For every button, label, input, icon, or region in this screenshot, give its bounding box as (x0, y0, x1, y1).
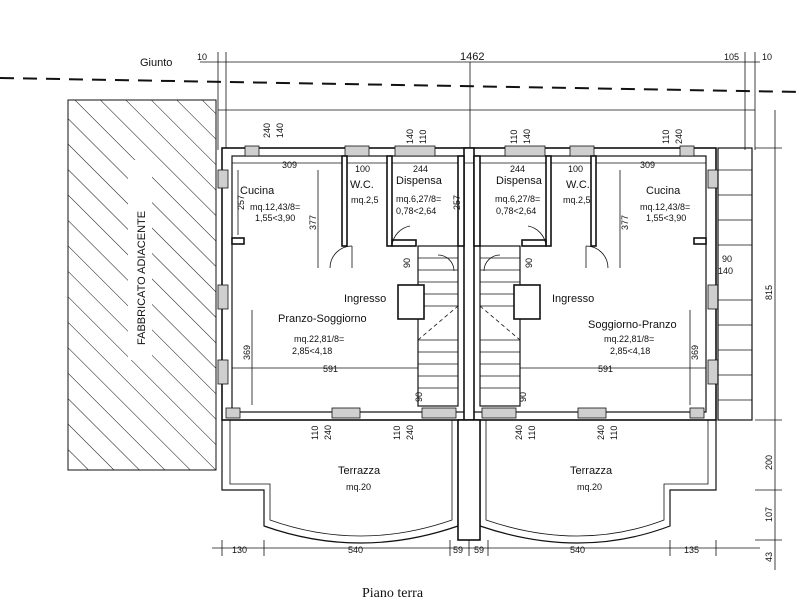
win-bottom-240-c: 240 (514, 425, 524, 440)
door-swings (329, 225, 609, 272)
dim-stair-90-d: 90 (518, 392, 528, 402)
top-windows (244, 145, 695, 157)
win-tick-140-a: 140 (405, 129, 415, 144)
top-dimension-line (200, 52, 760, 150)
dim-stair-90-b: 90 (524, 258, 534, 268)
room-terrazza-left-area: mq.20 (346, 482, 371, 492)
dim-257-mid: 257 (452, 195, 462, 210)
drawing-caption: Piano terra (362, 586, 424, 600)
room-cucina-left-ratio: 1,55<3,90 (255, 213, 295, 223)
room-soggiorno-right-ratio: 2,85<4,18 (610, 346, 650, 356)
win-tick-240-a: 240 (262, 123, 272, 138)
dim-bottom-130: 130 (232, 545, 247, 555)
dim-bottom-540-left: 540 (348, 545, 363, 555)
win-tick-110-b: 110 (418, 130, 428, 144)
dim-side-140: 140 (718, 266, 733, 276)
dim-369-left: 369 (242, 345, 252, 360)
room-terrazza-right-area: mq.20 (577, 482, 602, 492)
dim-257-left: 257 (236, 195, 246, 210)
adjacent-building-label: FABBRICATO ADIACENTE (136, 211, 148, 345)
dim-bottom-540-right: 540 (570, 545, 585, 555)
room-ingresso-right-name: Ingresso (552, 293, 594, 305)
room-wc-right-name: W.C. (566, 179, 590, 191)
room-cucina-right-area: mq.12,43/8= (640, 202, 690, 212)
win-bottom-110-a: 110 (310, 426, 320, 440)
bottom-dimension-line (212, 540, 760, 556)
room-soggiorno-right-area: mq.22,81/8= (604, 334, 654, 344)
win-bottom-110-c: 110 (527, 426, 537, 440)
win-bottom-240-a: 240 (323, 425, 333, 440)
staircase (397, 245, 541, 407)
dim-309-left: 309 (282, 160, 297, 170)
room-pranzo-left-ratio: 2,85<4,18 (292, 346, 332, 356)
win-tick-110-c: 110 (509, 130, 519, 144)
room-cucina-left-area: mq.12,43/8= (250, 202, 300, 212)
dim-244-right: 244 (510, 164, 525, 174)
dim-377-right: 377 (620, 215, 630, 230)
win-bottom-240-d: 240 (596, 425, 606, 440)
terraces (221, 419, 717, 544)
dim-244-left: 244 (413, 164, 428, 174)
room-terrazza-left-name: Terrazza (338, 465, 381, 477)
dim-377-left: 377 (308, 215, 318, 230)
dim-top-10-right: 10 (762, 52, 772, 62)
win-tick-240-b: 240 (674, 129, 684, 144)
dim-bottom-135: 135 (684, 545, 699, 555)
dim-100-right: 100 (568, 164, 583, 174)
joint-label: Giunto (140, 57, 172, 69)
room-dispensa-left-ratio: 0,78<2,64 (396, 206, 436, 216)
dim-top-10-left: 10 (197, 52, 207, 62)
room-dispensa-right-name: Dispensa (496, 175, 543, 187)
dim-bottom-59-right: 59 (474, 545, 484, 555)
right-dimension-line (755, 110, 782, 570)
dim-100-left: 100 (355, 164, 370, 174)
room-cucina-right-ratio: 1,55<3,90 (646, 213, 686, 223)
dim-stair-90-c: 90 (414, 392, 424, 402)
dim-591-right: 591 (598, 364, 613, 374)
dim-right-43: 43 (764, 552, 774, 562)
dim-309-right: 309 (640, 160, 655, 170)
win-bottom-240-b: 240 (405, 425, 415, 440)
dim-top-1462: 1462 (460, 51, 484, 63)
room-soggiorno-right-name: Soggiorno-Pranzo (588, 319, 677, 331)
room-pranzo-left-area: mq.22,81/8= (294, 334, 344, 344)
win-tick-110-a: 140 (275, 123, 285, 138)
dim-bottom-59-left: 59 (453, 545, 463, 555)
room-cucina-right-name: Cucina (646, 185, 681, 197)
win-tick-110-d: 110 (661, 130, 671, 144)
dim-side-90: 90 (722, 254, 732, 264)
dim-369-right: 369 (690, 345, 700, 360)
room-dispensa-right-ratio: 0,78<2,64 (496, 206, 536, 216)
adjacent-building-label-bg (128, 160, 152, 360)
bottom-windows (225, 407, 705, 419)
joint-line (0, 77, 800, 93)
win-bottom-110-b: 110 (392, 426, 402, 440)
room-wc-left-name: W.C. (350, 179, 374, 191)
dim-right-200: 200 (764, 455, 774, 470)
room-cucina-left-name: Cucina (240, 185, 275, 197)
room-dispensa-right-area: mq.6,27/8= (495, 194, 540, 204)
win-bottom-110-d: 110 (609, 426, 619, 440)
dim-right-107: 107 (764, 507, 774, 522)
dim-591-left: 591 (323, 364, 338, 374)
room-terrazza-right-name: Terrazza (570, 465, 613, 477)
room-dispensa-left-area: mq.6,27/8= (396, 194, 441, 204)
room-ingresso-left-name: Ingresso (344, 293, 386, 305)
interior-walls (231, 155, 707, 247)
room-pranzo-left-name: Pranzo-Soggiorno (278, 313, 367, 325)
dim-right-815: 815 (764, 285, 774, 300)
room-dispensa-left-name: Dispensa (396, 175, 443, 187)
room-wc-right-area: mq.2,5 (563, 195, 591, 205)
dim-stair-90-a: 90 (402, 258, 412, 268)
win-tick-140-b: 140 (522, 129, 532, 144)
party-wall (463, 147, 475, 421)
room-wc-left-area: mq.2,5 (351, 195, 379, 205)
right-side-strip (717, 147, 753, 421)
dim-top-105: 105 (724, 52, 739, 62)
